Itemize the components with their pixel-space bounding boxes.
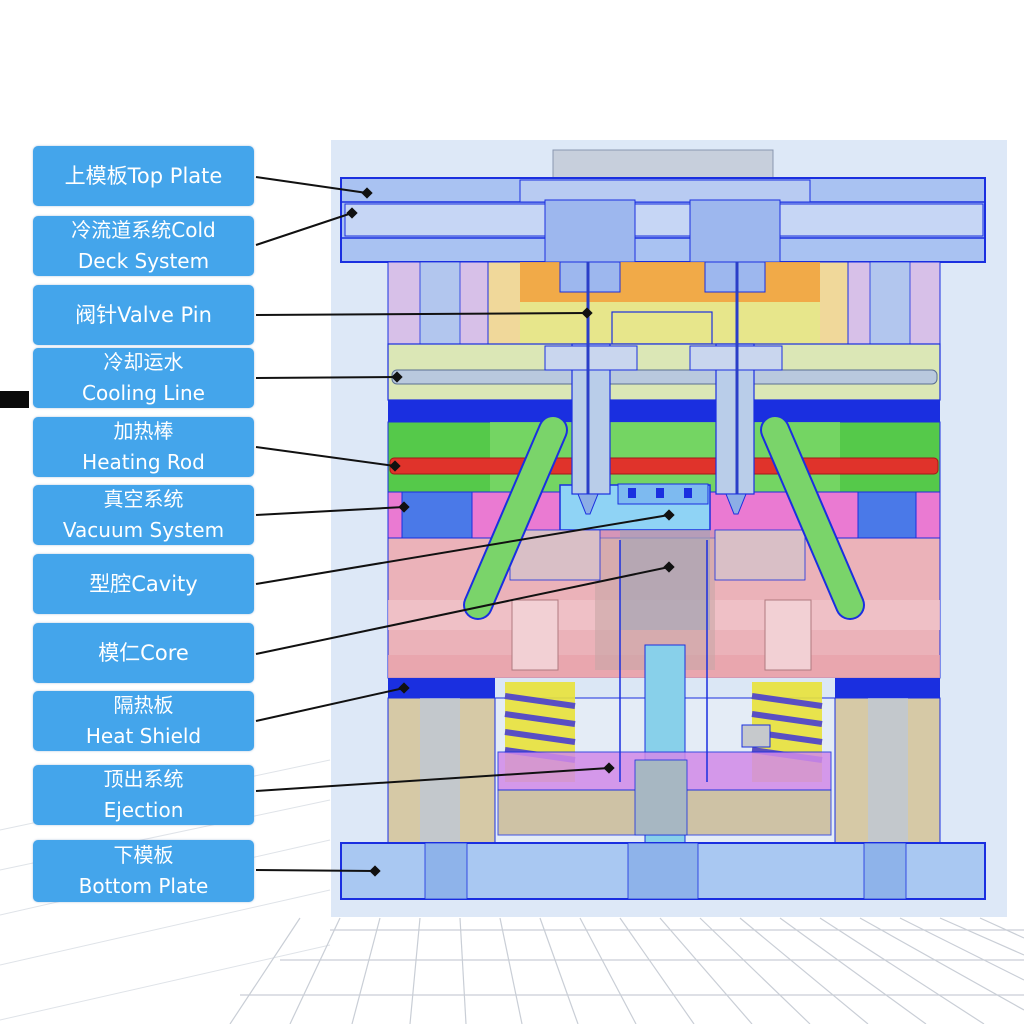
- label-text: 隔热板 Heat Shield: [85, 693, 202, 748]
- label-ejection: 顶出系统 Ejection: [33, 765, 254, 825]
- label-text: 冷却运水 Cooling Line: [82, 350, 205, 405]
- label-heat-shield: 隔热板 Heat Shield: [33, 691, 254, 751]
- cooling-line: [391, 369, 938, 385]
- leader-lines: [255, 176, 670, 872]
- label-vacuum-system: 真空系统 Vacuum System: [33, 485, 254, 545]
- vacuum-block-right: [857, 491, 917, 539]
- sprue-bushing: [552, 149, 774, 181]
- label-text: 下模板 Bottom Plate: [78, 843, 209, 898]
- leader-markers: [346, 187, 675, 877]
- label-text: 上模板Top Plate: [64, 164, 223, 188]
- angled-tube-left: [463, 415, 568, 620]
- label-core: 模仁Core: [33, 623, 254, 683]
- heating-rod: [389, 457, 939, 475]
- label-heating-rod: 加热棒 Heating Rod: [33, 417, 254, 477]
- label-text: 型腔Cavity: [89, 572, 198, 596]
- side-tab-marker: [0, 391, 29, 408]
- label-text: 真空系统 Vacuum System: [62, 487, 225, 542]
- vacuum-block-left: [401, 491, 473, 539]
- label-text: 模仁Core: [98, 641, 189, 665]
- label-text: 加热棒 Heating Rod: [82, 419, 205, 474]
- label-valve-pin: 阀针Valve Pin: [33, 285, 254, 345]
- label-cooling-line: 冷却运水 Cooling Line: [33, 348, 254, 408]
- angled-tube-right: [760, 415, 865, 620]
- label-bottom-plate: 下模板 Bottom Plate: [33, 840, 254, 902]
- label-text: 顶出系统 Ejection: [103, 767, 184, 822]
- label-cold-deck-system: 冷流道系统Cold Deck System: [33, 216, 254, 276]
- label-text: 阀针Valve Pin: [75, 303, 212, 327]
- cavity-block: [620, 530, 710, 630]
- label-text: 冷流道系统Cold Deck System: [71, 218, 216, 273]
- label-cavity: 型腔Cavity: [33, 554, 254, 614]
- label-top-plate: 上模板Top Plate: [33, 146, 254, 206]
